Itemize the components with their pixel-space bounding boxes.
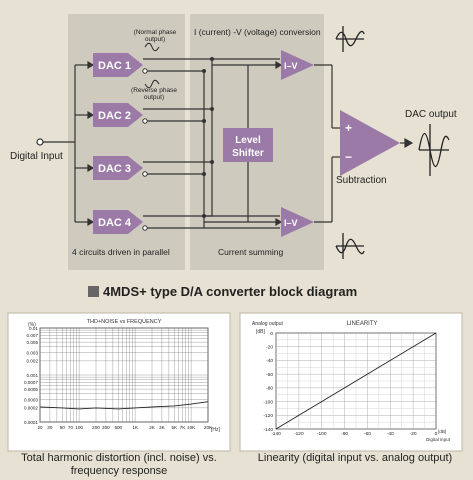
sine-bottom-icon xyxy=(335,233,365,259)
thd-x-tick: 20 xyxy=(37,425,43,430)
input-node xyxy=(36,138,44,146)
thd-x-tick: 2K xyxy=(149,425,156,430)
thd-plot: THD+NOISE vs FREQUENCY (%) [Hz] 0.01 0.007 0.… xyxy=(24,319,221,433)
thd-x-tick: 5K xyxy=(171,425,178,430)
thd-y-tick: 0.0005 xyxy=(24,387,38,392)
lin-y-tick: -40 xyxy=(266,358,273,364)
normal-phase-label: (Normal phase output) xyxy=(133,29,177,43)
thd-y-tick: 0.0007 xyxy=(24,380,38,385)
lin-x-unit: [dB] xyxy=(438,429,446,434)
input-label: Digital Input xyxy=(10,151,63,162)
thd-caption: Total harmonic distortion (incl. noise) … xyxy=(21,452,217,478)
sine-reverse-small-icon xyxy=(144,79,160,89)
diagram-title-text: 4MDS+ type D/A converter block diagram xyxy=(103,284,358,299)
thd-x-unit: [Hz] xyxy=(211,427,221,433)
dac-2-block xyxy=(93,103,143,127)
thd-x-tick: 30 xyxy=(47,425,53,430)
lin-y-axis-label: Analog output xyxy=(252,321,283,327)
thd-x-tick: 300 xyxy=(102,425,110,430)
lin-x-tick: -80 xyxy=(341,431,348,437)
sine-output-icon xyxy=(418,124,450,176)
thd-x-tick: 100 xyxy=(75,425,83,430)
lin-x-tick: -40 xyxy=(387,431,394,437)
level-shifter-label: Level xyxy=(235,135,261,146)
sine-icons xyxy=(144,26,450,259)
sine-top-icon xyxy=(335,26,365,52)
subtractor-amp xyxy=(340,110,400,176)
level-shifter-label-2: Shifter xyxy=(232,148,264,159)
lin-y-tick: -60 xyxy=(266,372,273,378)
summing-label: Current summing xyxy=(218,247,284,257)
thd-chart-title: THD+NOISE vs FREQUENCY xyxy=(87,319,162,325)
lin-y-tick: -100 xyxy=(263,399,273,405)
dac-3-block xyxy=(93,156,143,180)
dac-blocks: DAC 1 DAC 2 DAC 3 DAC 4 xyxy=(93,53,143,234)
thd-y-unit: (%) xyxy=(28,322,36,328)
thd-x-tick: 500 xyxy=(114,425,122,430)
iv-top-label: I–V xyxy=(284,61,298,71)
thd-panel xyxy=(7,312,231,452)
lin-y-unit: [dB] xyxy=(256,329,266,335)
thd-series-line xyxy=(39,401,209,410)
linearity-caption: Linearity (digital input vs. analog outp… xyxy=(257,452,453,464)
thd-y-tick: 0.005 xyxy=(27,340,39,345)
lin-series-line xyxy=(275,332,437,430)
reverse-phase-label: (Reverse phase output) xyxy=(131,87,177,101)
thd-y-tick: 0.0002 xyxy=(24,406,38,411)
lin-y-tick: -80 xyxy=(266,386,273,392)
lin-y-tick: 0 xyxy=(270,331,273,337)
dac-3-label: DAC 3 xyxy=(98,163,131,175)
diagram-title: 4MDS+ type D/A converter block diagram xyxy=(88,284,357,299)
conversion-label: I (current) -V (voltage) conversion xyxy=(194,27,321,37)
thd-y-tick: 0.003 xyxy=(27,350,39,355)
iv-amp-top xyxy=(281,50,314,80)
lin-y-tick: -140 xyxy=(263,427,273,433)
lin-x-tick: 0 xyxy=(435,431,438,437)
thd-x-tick: 200 xyxy=(92,425,100,430)
lin-x-tick: -140 xyxy=(271,431,281,437)
thd-y-tick: 0.0003 xyxy=(24,397,38,402)
dac-4-label: DAC 4 xyxy=(98,217,132,229)
thd-y-tick: 0.002 xyxy=(27,359,39,364)
minus-sign: − xyxy=(345,150,352,164)
iv-amp-bottom xyxy=(281,207,314,237)
lin-chart-title: LINEARITY xyxy=(346,321,377,327)
dac-1-label: DAC 1 xyxy=(98,60,131,72)
title-square-icon xyxy=(88,286,99,297)
thd-y-tick: 0.0001 xyxy=(24,420,38,425)
thd-x-tick: 20K xyxy=(204,425,213,430)
subtraction-label: Subtraction xyxy=(336,175,387,186)
linearity-plot: LINEARITY Analog output [dB] [dB] Digital in… xyxy=(252,321,451,442)
dac-4-block xyxy=(93,210,143,234)
lin-y-tick: -120 xyxy=(263,413,273,419)
output-label: DAC output xyxy=(405,109,457,120)
thd-x-tick: 3K xyxy=(159,425,166,430)
lin-x-tick: -120 xyxy=(294,431,304,437)
thd-y-tick: 0.01 xyxy=(29,326,38,331)
thd-x-tick: 70 xyxy=(68,425,74,430)
thd-y-tick: 0.001 xyxy=(27,373,39,378)
thd-x-tick: 7K xyxy=(180,425,187,430)
thd-x-tick: 50 xyxy=(60,425,66,430)
iv-bottom-label: I–V xyxy=(284,218,298,228)
thd-x-tick: 10K xyxy=(187,425,196,430)
thd-x-tick: 1K xyxy=(132,425,139,430)
dac-1-block xyxy=(93,53,143,77)
linearity-panel xyxy=(239,312,463,452)
parallel-label: 4 circuits driven in parallel xyxy=(72,247,170,257)
level-shifter-block xyxy=(223,128,273,162)
dac-2-label: DAC 2 xyxy=(98,110,131,122)
lin-x-tick: -100 xyxy=(317,431,327,437)
lin-y-tick: -20 xyxy=(266,345,273,351)
lin-x-tick: -20 xyxy=(410,431,417,437)
lin-x-axis-label: Digital input xyxy=(426,437,451,442)
sine-normal-small-icon xyxy=(144,42,160,52)
thd-y-tick: 0.007 xyxy=(27,333,39,338)
plus-sign: + xyxy=(345,121,352,135)
lin-x-tick: -60 xyxy=(364,431,371,437)
